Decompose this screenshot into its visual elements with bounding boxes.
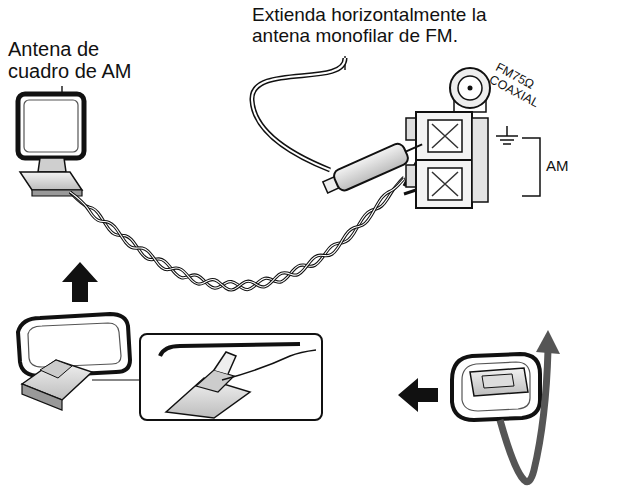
step-arrow — [62, 262, 98, 302]
wire-strand — [70, 179, 404, 290]
wire-strand-highlight — [70, 177, 404, 289]
terminal-name: AM — [546, 158, 606, 175]
fm-wire-antenna — [252, 58, 427, 198]
am-bracket — [522, 138, 540, 196]
twisted-wire — [70, 140, 428, 290]
am-loop-folding — [452, 330, 560, 482]
ground-symbol — [496, 126, 518, 144]
am-loop-assembled — [18, 314, 130, 410]
wire-strand-highlight — [70, 179, 404, 290]
am-loop-antenna — [18, 94, 84, 196]
inset-detail — [140, 334, 322, 420]
part-label: Antena de cuadro de AM — [8, 38, 146, 83]
inset-leader — [92, 379, 140, 380]
am-terminal-block — [406, 112, 488, 208]
step-arrow — [398, 378, 438, 412]
leader-line — [61, 86, 63, 92]
part-label: Extienda horizontalmente la antena monof… — [252, 4, 514, 47]
socket-name: FM75Ω COAXIAL — [487, 60, 571, 122]
fm-coaxial-socket — [450, 68, 490, 112]
wire-strand — [70, 177, 404, 289]
